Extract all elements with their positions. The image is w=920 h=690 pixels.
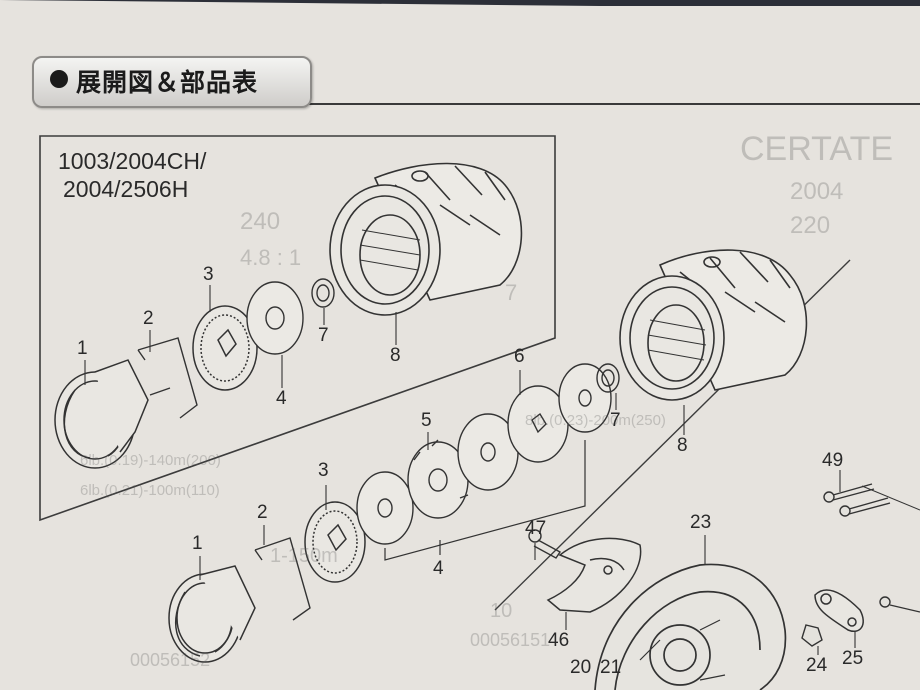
part-number: 7 <box>318 325 329 346</box>
part-number: 1 <box>192 533 203 554</box>
bullet-icon <box>50 70 68 88</box>
part-23-body <box>594 563 787 690</box>
part-b6-washers <box>457 363 612 491</box>
part-3-ratchet <box>192 305 258 391</box>
part-b8-spool <box>619 249 808 401</box>
part-b2-clip <box>254 537 311 621</box>
part-number: 25 <box>842 648 864 669</box>
part-24-nut <box>801 624 823 647</box>
leader-lines <box>84 285 856 655</box>
part-number: 8 <box>677 435 688 456</box>
part-number: 23 <box>690 512 712 533</box>
ghost-value: 7 <box>505 280 518 305</box>
part-b3-ratchet <box>304 501 366 583</box>
part-number: 24 <box>806 655 828 676</box>
ghost-value: 6lb.(0.21)-100m(110) <box>80 482 220 499</box>
part-screw-right <box>879 596 891 608</box>
part-25-link <box>814 589 864 632</box>
part-number: 49 <box>822 450 844 471</box>
part-number: 46 <box>548 630 570 651</box>
screw-right-shaft <box>889 604 920 613</box>
ghost-value: 00056151 <box>470 630 551 650</box>
section-header <box>32 56 312 108</box>
part-8-spool <box>329 162 523 316</box>
ghost-value: 240 <box>240 208 281 235</box>
ghost-value: 4.8 : 1 <box>240 245 302 270</box>
part-number: 20 <box>570 657 592 678</box>
ghost-value: 10 <box>490 600 513 622</box>
part-number: 3 <box>203 264 214 285</box>
part-number: 6 <box>514 346 525 367</box>
inset-box <box>39 135 556 522</box>
part-number: 8 <box>390 345 401 366</box>
ghost-value: 220 <box>790 212 831 239</box>
part-b1-knob <box>168 565 256 663</box>
dark-edge <box>0 0 920 6</box>
ghost-brand: CERTATE <box>740 130 894 168</box>
part-46-guard <box>546 537 642 613</box>
part-number: 1 <box>77 338 88 359</box>
part-7-small-washer <box>311 278 335 308</box>
part-number: 2 <box>257 502 268 523</box>
part-49-screws <box>823 483 920 517</box>
part-4-washer <box>246 281 304 355</box>
part-number: 2 <box>143 308 154 329</box>
part-47-screw <box>528 529 562 559</box>
part-number: 4 <box>276 388 287 409</box>
ghost-value: 1-150m <box>270 545 338 567</box>
part-number: 4 <box>433 558 444 579</box>
ghost-value: 6lb.(0.19)-140m(200) <box>80 452 221 469</box>
part-number: 21 <box>600 657 622 678</box>
model-label: 2004/2506H <box>63 176 189 202</box>
ghost-value: 8lb.(0.23)-200m(250) <box>525 412 666 429</box>
part-1-knob <box>54 359 149 469</box>
section-title: 展開図＆部品表 <box>76 68 259 97</box>
part-number: 47 <box>525 518 547 539</box>
part-4-bracket <box>384 440 586 561</box>
part-b7-small-washer <box>596 363 620 393</box>
ghost-value: 2004 <box>790 178 844 205</box>
ghost-value: 00056152 <box>130 650 211 670</box>
model-label: 1003/2004CH/ <box>58 148 207 174</box>
part-b5-drag-washer <box>407 439 469 519</box>
part-number: 3 <box>318 460 329 481</box>
part-number: 7 <box>610 410 621 431</box>
part-2-clip <box>137 337 198 419</box>
part-number: 5 <box>421 410 432 431</box>
part-b4-washer <box>356 471 414 545</box>
